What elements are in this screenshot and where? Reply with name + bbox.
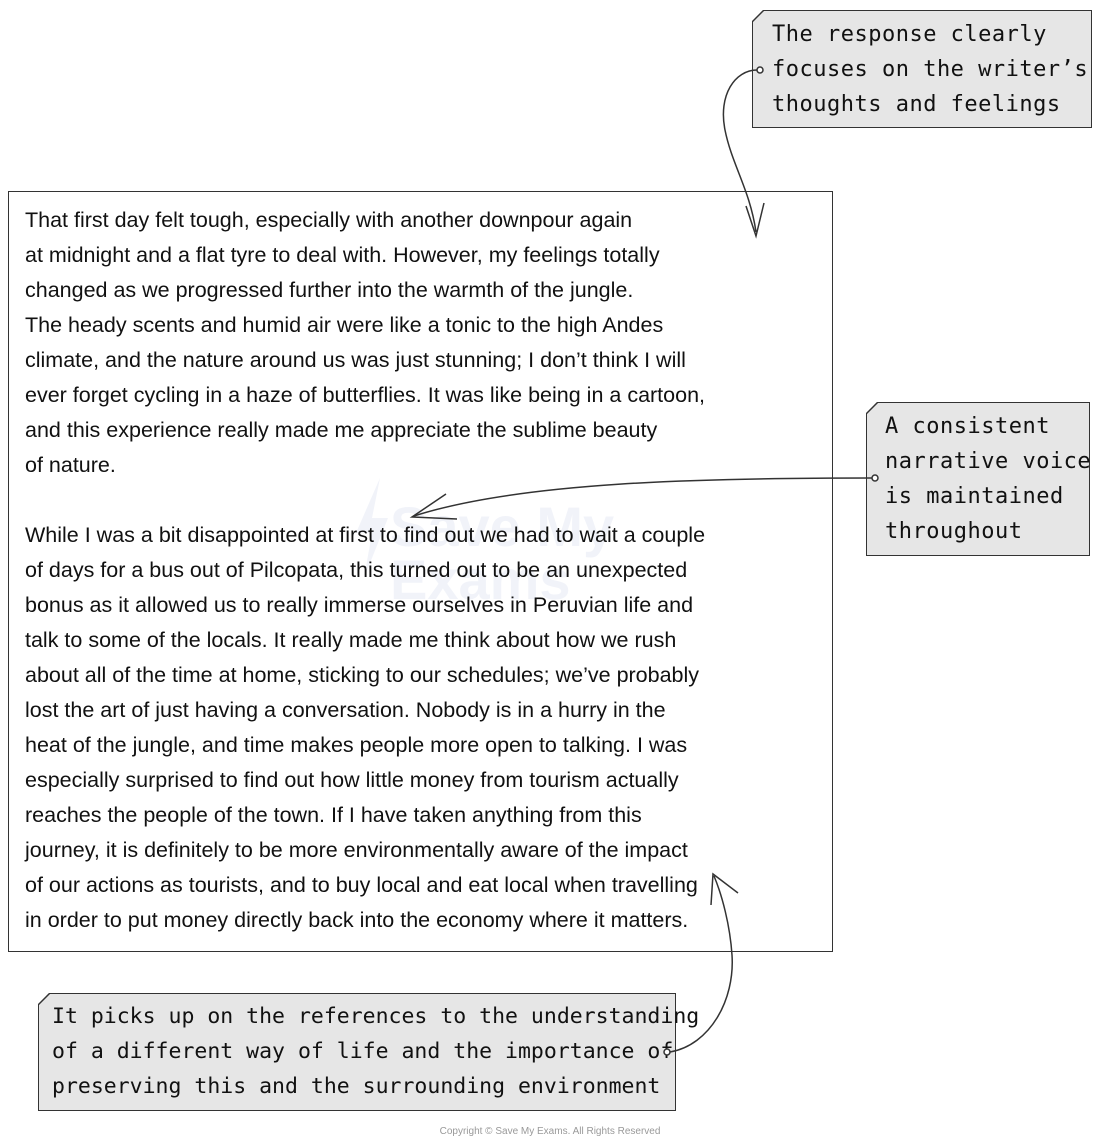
annotation-thoughts-feelings bbox=[752, 10, 1092, 128]
annotation-narrative-voice-line-4: throughout bbox=[885, 519, 1023, 544]
passage-line-14: lost the art of just having a conversati… bbox=[25, 698, 666, 722]
annotation-thoughts-feelings-line-1: The response clearly bbox=[772, 22, 1047, 47]
passage-line-5: climate, and the nature around us was ju… bbox=[25, 348, 686, 372]
annotation-thoughts-feelings-line-3: thoughts and feelings bbox=[772, 92, 1061, 117]
annotation-way-of-life-line-3: preserving this and the surrounding envi… bbox=[52, 1074, 661, 1099]
annotation-narrative-voice bbox=[866, 402, 1090, 556]
annotation-way-of-life-line-1: It picks up on the references to the und… bbox=[52, 1004, 700, 1029]
passage-line-15: heat of the jungle, and time makes peopl… bbox=[25, 733, 688, 757]
passage-line-13: about all of the time at home, sticking … bbox=[25, 663, 700, 687]
passage-line-2: at midnight and a flat tyre to deal with… bbox=[25, 243, 660, 267]
passage-line-1: That first day felt tough, especially wi… bbox=[25, 208, 633, 232]
note-corner-icon bbox=[38, 993, 51, 1006]
passage-line-12: talk to some of the locals. It really ma… bbox=[25, 628, 677, 652]
annotation-narrative-voice-line-1: A consistent bbox=[885, 414, 1050, 439]
connector-arrow-way-of-life bbox=[663, 872, 739, 1056]
passage-line-10: of days for a bus out of Pilcopata, this… bbox=[25, 558, 688, 582]
watermark-logo-icon bbox=[356, 478, 388, 578]
passage-line-16: especially surprised to find out how lit… bbox=[25, 768, 679, 792]
passage-line-6: ever forget cycling in a haze of butterf… bbox=[25, 383, 706, 407]
passage-line-19: of our actions as tourists, and to buy l… bbox=[25, 873, 698, 897]
annotation-narrative-voice-line-2: narrative voice bbox=[885, 449, 1092, 474]
passage-line-9: While I was a bit disappointed at first … bbox=[25, 523, 706, 547]
copyright-notice: Copyright © Save My Exams. All Rights Re… bbox=[439, 1126, 661, 1137]
passage-line-3: changed as we progressed further into th… bbox=[25, 278, 634, 302]
passage-box bbox=[8, 191, 833, 952]
passage-line-8: of nature. bbox=[25, 453, 116, 477]
passage-line-20: in order to put money directly back into… bbox=[25, 908, 689, 932]
annotation-thoughts-feelings-line-2: focuses on the writer’s bbox=[772, 57, 1089, 82]
passage-line-11: bonus as it allowed us to really immerse… bbox=[25, 593, 694, 617]
annotation-way-of-life bbox=[38, 993, 676, 1111]
annotation-way-of-life-line-2: of a different way of life and the impor… bbox=[52, 1039, 674, 1064]
passage-line-7: and this experience really made me appre… bbox=[25, 418, 658, 442]
connector-arrow-thoughts-feelings bbox=[722, 66, 765, 239]
passage-line-17: reaches the people of the town. If I hav… bbox=[25, 803, 642, 827]
passage-line-4: The heady scents and humid air were like… bbox=[25, 313, 664, 337]
passage-line-18: journey, it is definitely to be more env… bbox=[25, 838, 688, 862]
connector-arrow-narrative-voice bbox=[409, 474, 879, 520]
note-corner-icon bbox=[866, 402, 879, 415]
note-corner-icon bbox=[752, 10, 765, 23]
annotation-narrative-voice-line-3: is maintained bbox=[885, 484, 1064, 509]
